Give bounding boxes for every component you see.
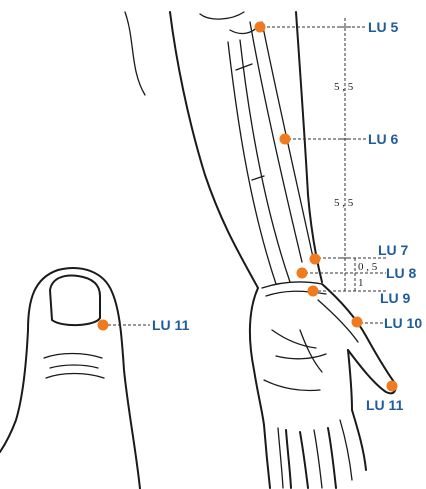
label-lu9: LU 9	[380, 291, 410, 305]
label-lu11-thumb: LU 11	[152, 318, 189, 332]
point-lu10	[352, 317, 363, 328]
measure-wrist-b: 1	[358, 278, 364, 289]
hand-drawing	[250, 284, 396, 488]
point-lu8	[297, 268, 308, 279]
point-lu6	[280, 134, 291, 145]
measure-upper: 5 , 5	[334, 82, 353, 93]
label-lu7: LU 7	[378, 243, 408, 257]
point-lu11-hand	[387, 381, 398, 392]
thumb-drawing	[0, 268, 140, 489]
label-lu10: LU 10	[384, 316, 422, 330]
point-lu7	[310, 254, 321, 265]
label-lu5: LU 5	[368, 20, 398, 34]
point-lu9	[308, 286, 319, 297]
leader-lines	[108, 18, 388, 325]
measure-lower: 5 , 5	[334, 198, 353, 209]
label-lu6: LU 6	[368, 132, 398, 146]
forearm-drawing	[125, 12, 326, 296]
point-lu11-thumb	[98, 320, 109, 331]
label-lu8: LU 8	[386, 266, 416, 280]
label-lu11-hand: LU 11	[366, 398, 403, 412]
measure-wrist-a: 0 , 5	[358, 262, 377, 273]
point-lu5	[255, 22, 266, 33]
